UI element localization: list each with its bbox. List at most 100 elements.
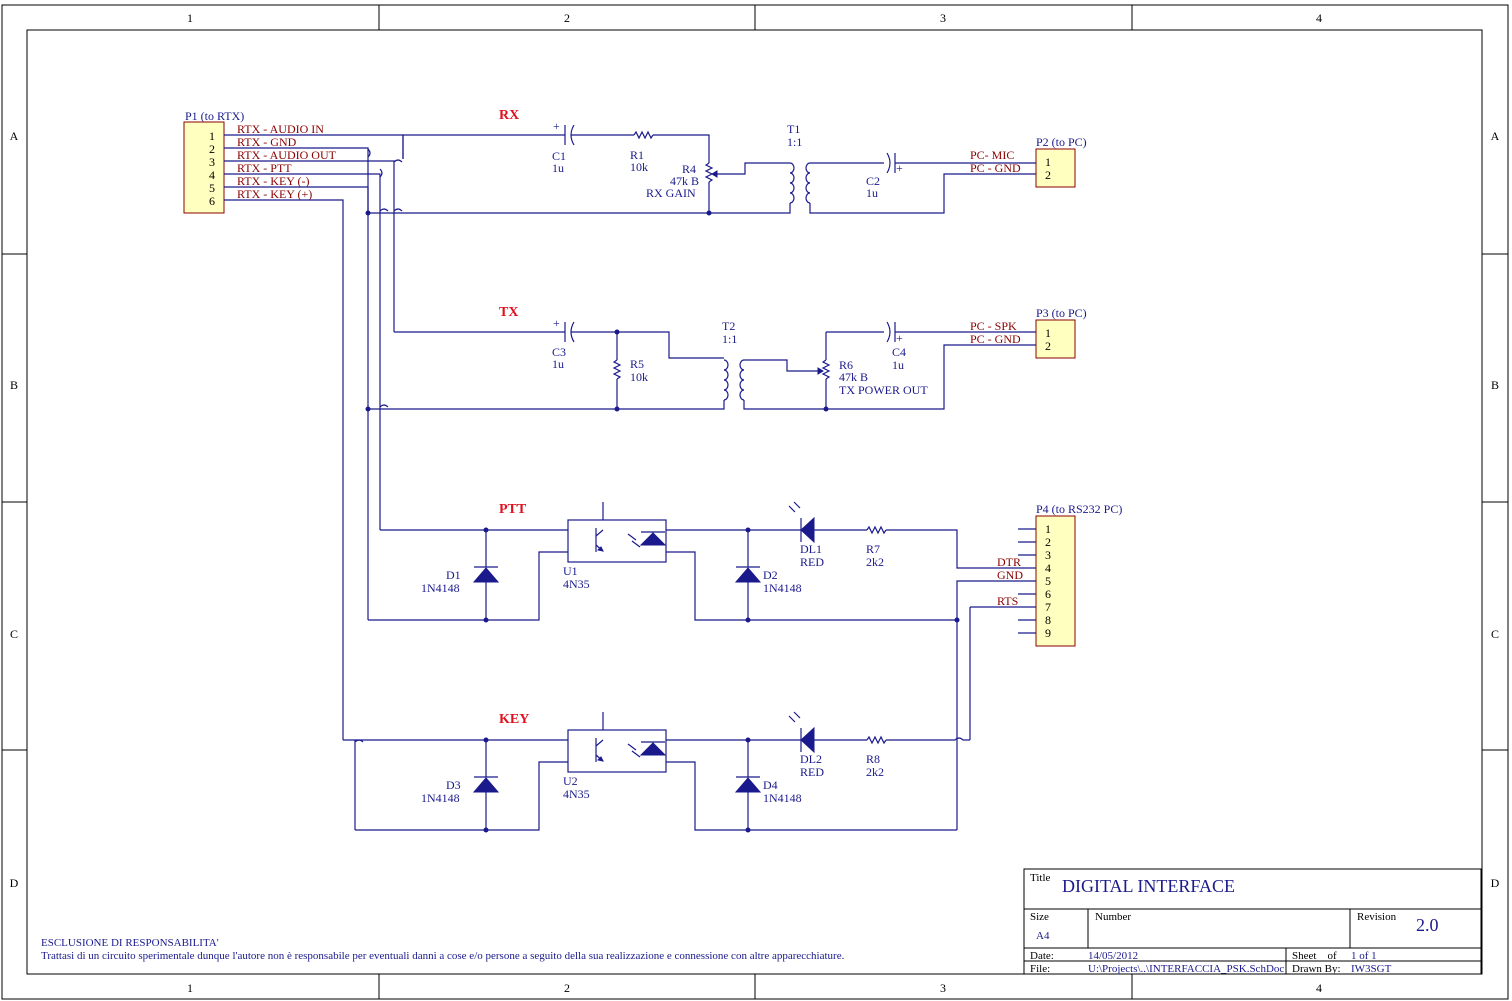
section-ptt-label: PTT [499,502,527,517]
optocoupler-u2: U2 4N35 [563,712,667,801]
transformer-t2: T2 1:1 [722,319,745,401]
p1-pin-5: 5 [209,181,215,195]
c1-value: 1u [552,161,564,175]
p2-label: P2 (to PC) [1036,135,1087,149]
p4-pin-6: 6 [1045,587,1051,601]
net-rtx-audio-out: RTX - AUDIO OUT [237,148,337,162]
connector-p3: P3 (to PC) 1 2 PC - SPK PC - GND [970,306,1087,359]
p4-label: P4 (to RS232 PC) [1036,502,1122,516]
net-rtx-gnd: RTX - GND [237,135,297,149]
p1-pin-4: 4 [209,168,215,182]
zone-row-d-left: D [10,876,19,890]
r1-value: 10k [630,160,648,174]
r6-note: TX POWER OUT [839,383,928,397]
zone-col-1-top: 1 [187,11,193,25]
capacitor-c3: + C3 1u [552,316,575,371]
net-pc-spk: PC - SPK [970,319,1017,333]
net-rts: RTS [997,594,1018,608]
r8-value: 2k2 [866,765,884,779]
p2-pin-1: 1 [1045,155,1051,169]
r1-ref: R1 [630,148,644,162]
p4-pin-1: 1 [1045,522,1051,536]
net-pc-gnd-p3: PC - GND [970,332,1021,346]
zone-col-1-bottom: 1 [187,981,193,995]
title-block: Title DIGITAL INTERFACE Size A4 Number R… [1023,868,1482,975]
svg-text:+: + [896,331,903,345]
zone-row-b-left: B [10,378,18,392]
net-rtx-ptt: RTX - PTT [237,161,292,175]
disclaimer-heading: ESCLUSIONE DI RESPONSABILITA' [41,937,219,949]
r7-value: 2k2 [866,555,884,569]
resistor-r7: R7 2k2 [866,525,887,569]
zone-row-c-left: C [10,627,18,641]
net-dtr: DTR [997,555,1021,569]
drawn-by-label: Drawn By: [1292,963,1341,975]
section-tx-label: TX [499,305,518,320]
file-label: File: [1030,963,1050,975]
d3-value: 1N4148 [421,791,460,805]
zone-col-4-top: 4 [1316,11,1322,25]
dl2-value: RED [800,765,824,779]
net-rtx-key-minus: RTX - KEY (-) [237,174,309,188]
r4-ref: R4 [682,162,696,176]
p4-pin-9: 9 [1045,626,1051,640]
p3-pin-2: 2 [1045,339,1051,353]
d2-ref: D2 [763,568,778,582]
r5-ref: R5 [630,357,644,371]
capacitor-c4: + C4 1u [886,321,906,372]
svg-text:+: + [553,316,560,330]
sheet-title: DIGITAL INTERFACE [1062,876,1235,896]
led-dl2: DL2 RED [788,711,824,779]
diode-d3: D3 1N4148 [421,776,500,805]
p4-pin-8: 8 [1045,613,1051,627]
u1-value: 4N35 [563,577,590,591]
p4-pin-4: 4 [1045,561,1051,575]
number-label: Number [1095,911,1131,923]
p1-pin-3: 3 [209,155,215,169]
diode-d2: D2 1N4148 [734,566,802,595]
p4-pin-3: 3 [1045,548,1051,562]
section-key-label: KEY [499,712,529,727]
r6-value: 47k B [839,370,868,384]
zone-col-2-bottom: 2 [564,981,570,995]
t2-ref: T2 [722,319,735,333]
potentiometer-r6: R6 47k B TX POWER OUT [817,358,928,397]
net-pc-gnd-p2: PC - GND [970,161,1021,175]
zone-row-d-right: D [1491,876,1500,890]
connector-p4: P4 (to RS232 PC) 1 2 3 4 5 6 7 8 9 DTR G… [997,502,1122,647]
led-dl1: DL1 RED [788,501,824,569]
p1-pin-2: 2 [209,142,215,156]
connector-p2: P2 (to PC) 1 2 PC- MIC PC - GND [970,135,1087,188]
outer-border [1,4,1509,1000]
svg-text:+: + [896,161,903,175]
c3-value: 1u [552,357,564,371]
p1-label: P1 (to RTX) [185,109,244,123]
resistor-r8: R8 2k2 [866,735,887,779]
zone-col-3-bottom: 3 [940,981,946,995]
c4-value: 1u [892,358,904,372]
section-rx-label: RX [499,108,519,123]
dl1-ref: DL1 [800,542,822,556]
size-value: A4 [1036,930,1050,942]
c2-value: 1u [866,186,878,200]
svg-text:+: + [553,119,560,133]
capacitor-c2: + C2 1u [866,152,903,200]
p3-label: P3 (to PC) [1036,306,1087,320]
net-rtx-audio-in: RTX - AUDIO IN [237,122,324,136]
disclaimer-text: Trattasi di un circuito sperimentale dun… [41,950,845,962]
zone-col-4-bottom: 4 [1316,981,1322,995]
p4-pin-5: 5 [1045,574,1051,588]
zone-col-3-top: 3 [940,11,946,25]
revision-value: 2.0 [1416,915,1439,935]
p1-pin-1: 1 [209,129,215,143]
resistor-r5: R5 10k [612,357,648,384]
diode-d1: D1 1N4148 [421,566,500,595]
r7-ref: R7 [866,542,880,556]
d1-value: 1N4148 [421,581,460,595]
sheet-value: 1 of 1 [1351,950,1377,962]
r4-value: 47k B [670,174,699,188]
c1-ref: C1 [552,149,566,163]
zone-col-2-top: 2 [564,11,570,25]
c3-ref: C3 [552,345,566,359]
